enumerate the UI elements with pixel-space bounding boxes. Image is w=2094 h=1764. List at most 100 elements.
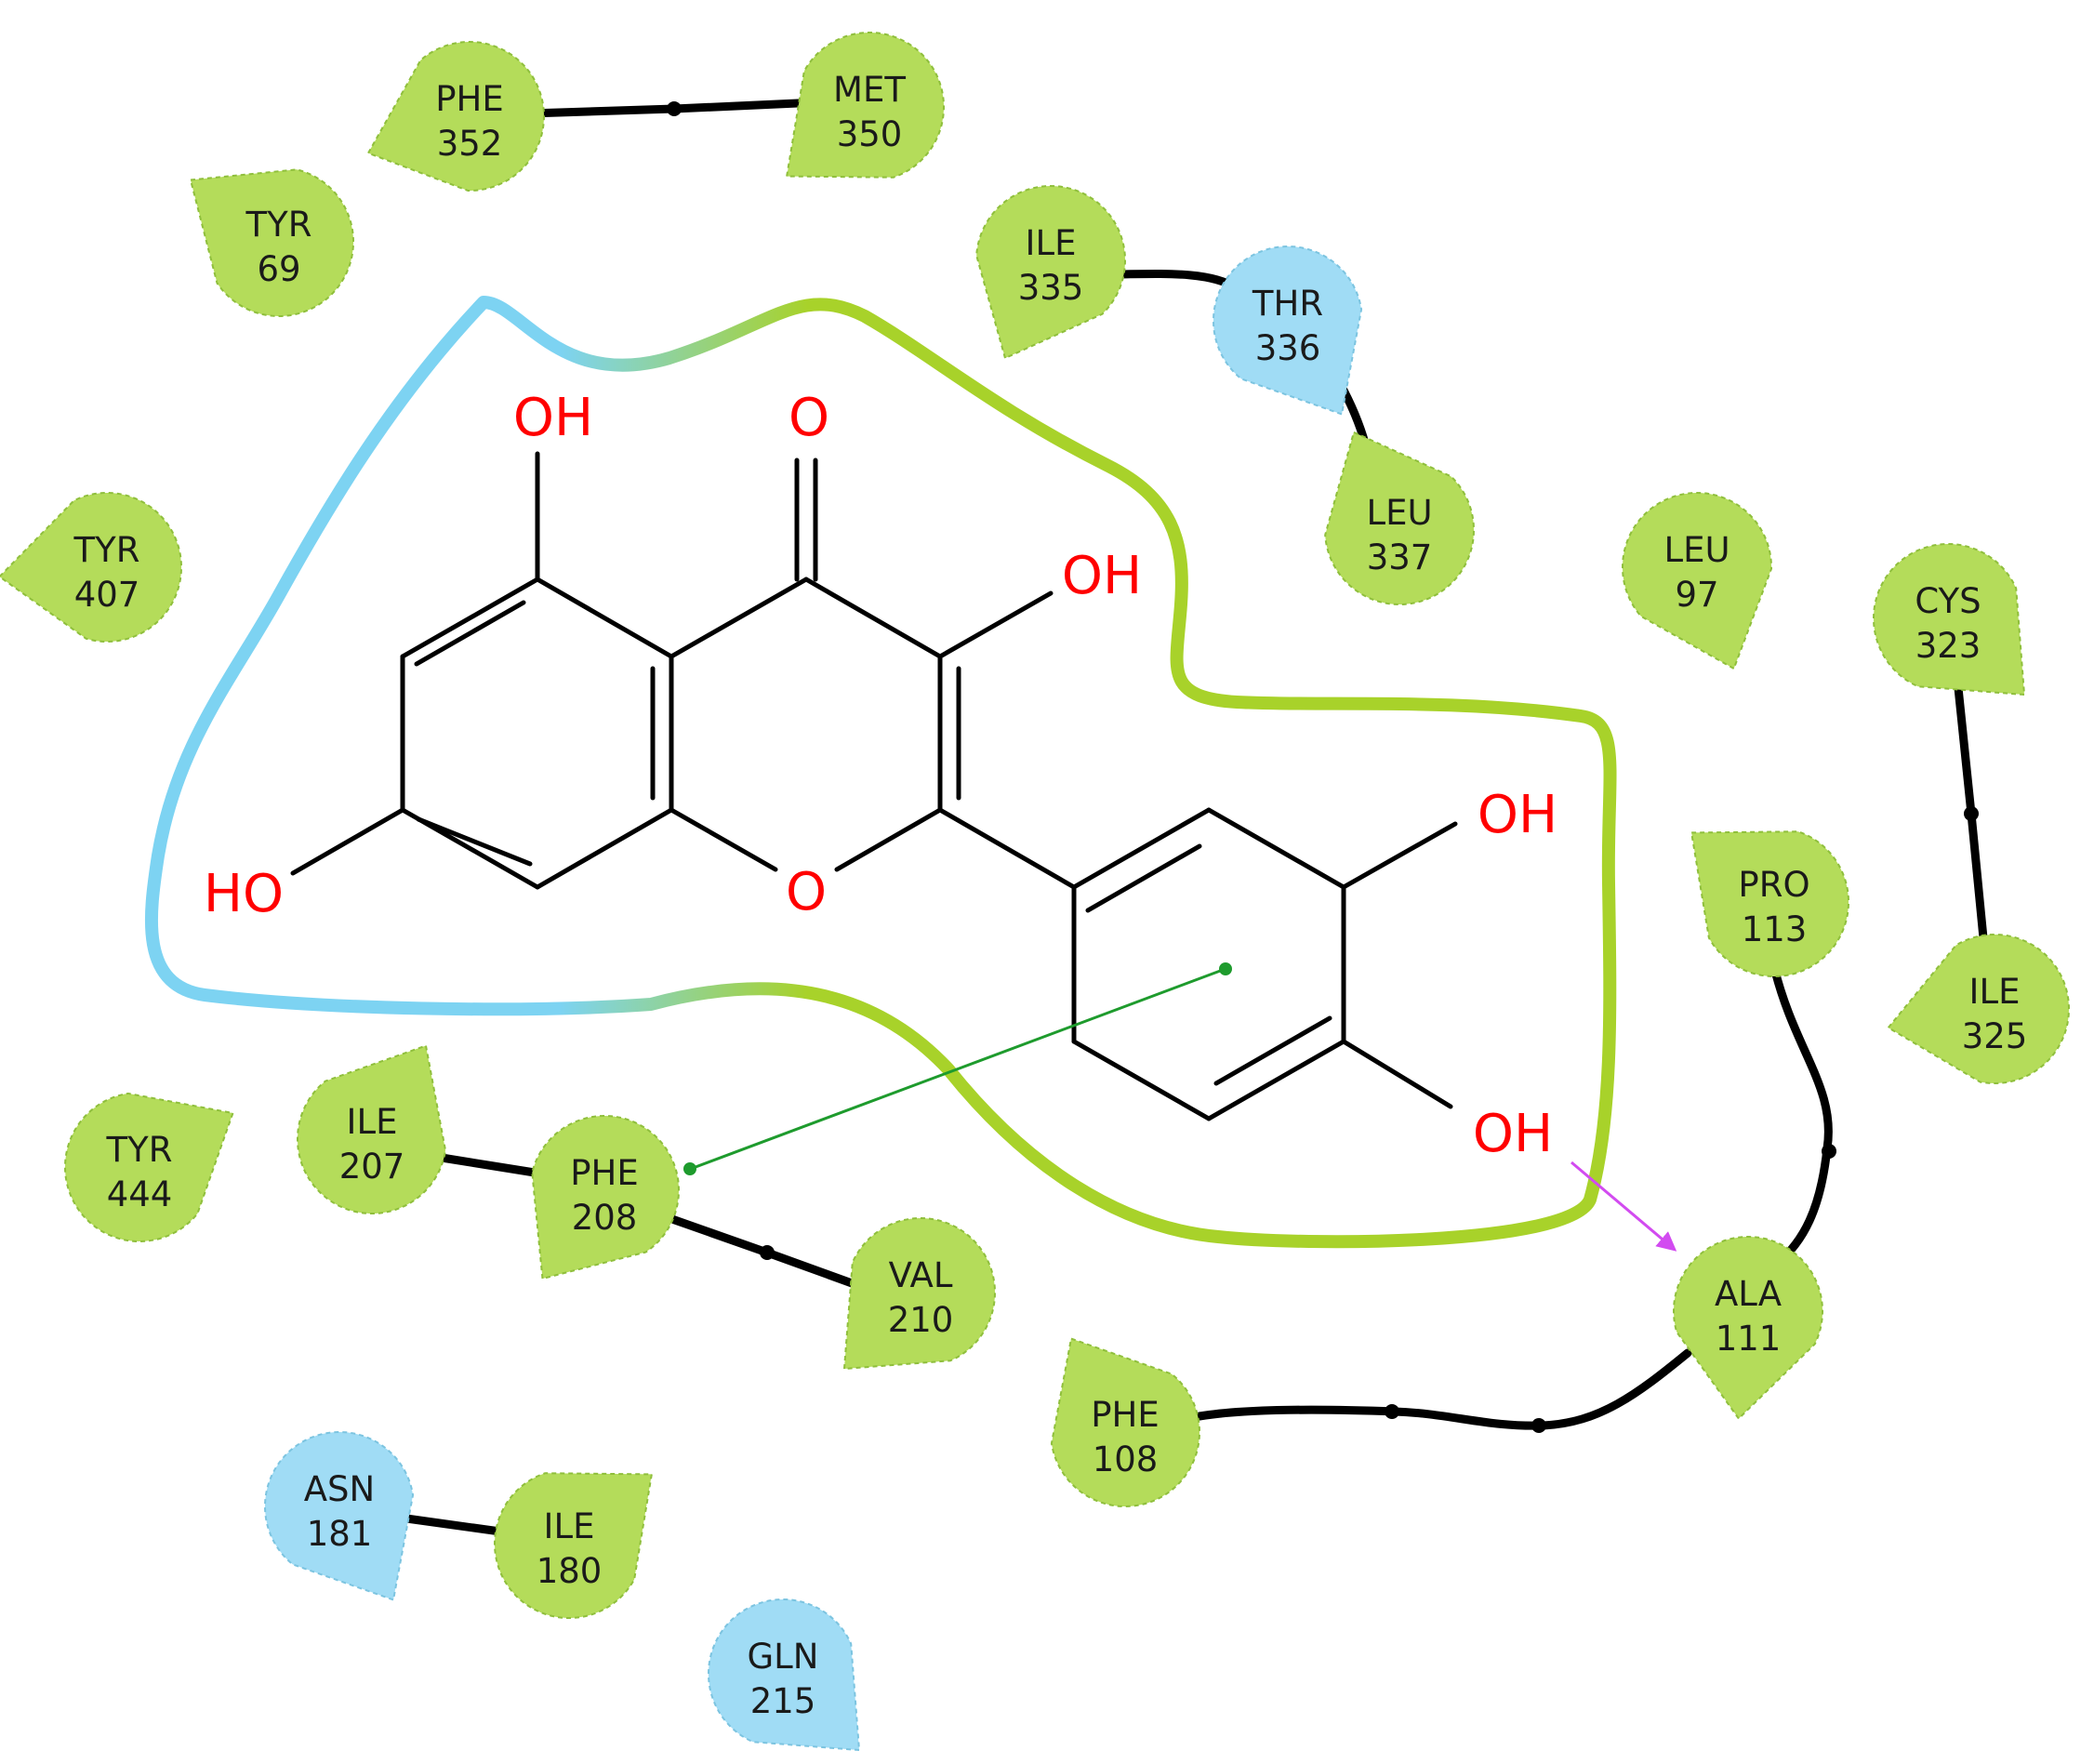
residue-shape	[494, 1472, 654, 1619]
residue-number: 352	[437, 124, 503, 164]
bond	[535, 807, 674, 890]
atom-label-4-o: O	[789, 388, 829, 448]
bond	[937, 807, 1077, 890]
h-bond-arrow	[1570, 1161, 1677, 1252]
residue-name: ILE	[1026, 223, 1077, 263]
backbone-pro113-ala111	[1769, 962, 1833, 1269]
atom-label-3p-oh: OH	[1478, 785, 1557, 845]
bond	[1341, 1039, 1453, 1109]
pi-pi-stacking-ring-end	[1219, 962, 1232, 975]
bond	[400, 577, 540, 659]
residue-shape	[531, 1115, 680, 1280]
residue-shape	[1887, 933, 2070, 1084]
residue-name: LEU	[1366, 493, 1432, 533]
residue-shape	[366, 41, 545, 192]
residue-number: 407	[74, 575, 140, 615]
bond	[834, 807, 943, 872]
bond	[290, 807, 405, 876]
bond	[1071, 807, 1212, 890]
bond	[1085, 843, 1202, 913]
residue-shape	[975, 185, 1126, 360]
bond	[416, 816, 533, 867]
residue-shape	[189, 168, 354, 317]
residue-number: 325	[1962, 1016, 2028, 1056]
residue-ile335: ILE 335	[975, 185, 1126, 360]
residue-name: GLN	[748, 1637, 819, 1677]
residue-shape	[1873, 543, 2026, 696]
residue-name: ILE	[347, 1102, 398, 1142]
residue-name: TYR	[106, 1130, 173, 1170]
residue-val210: VAL 210	[842, 1217, 996, 1371]
residue-number: 323	[1915, 626, 1981, 666]
bond	[1206, 807, 1346, 890]
atom-label-5-oh: OH	[513, 388, 593, 448]
backbone-node	[667, 101, 682, 116]
bond	[1206, 1039, 1346, 1121]
backbone-ile335-thr336	[1102, 269, 1241, 293]
residue-number: 207	[339, 1147, 405, 1187]
residue-name: ASN	[304, 1469, 375, 1509]
residue-name: PHE	[570, 1153, 639, 1193]
atom-label-1-o: O	[786, 862, 827, 922]
residue-number: 444	[107, 1174, 173, 1214]
residue-number: 335	[1018, 268, 1084, 308]
residue-shape	[297, 1044, 447, 1214]
bond	[803, 577, 943, 659]
residue-shape	[64, 1092, 234, 1242]
residue-number: 215	[750, 1681, 816, 1721]
backbone-asn181-ile180	[395, 1513, 511, 1537]
backbone-ala111-phe108	[1195, 1348, 1692, 1430]
residue-shape	[842, 1217, 996, 1371]
bond	[669, 577, 809, 659]
residue-name: ILE	[544, 1506, 595, 1546]
residue-name: VAL	[889, 1255, 953, 1295]
residue-number: 108	[1093, 1439, 1159, 1479]
backbone-node	[1385, 1404, 1399, 1419]
residue-shape	[785, 32, 945, 179]
residue-ile207: ILE 207	[297, 1044, 447, 1214]
residue-cys323: CYS 323	[1873, 543, 2026, 696]
residue-name: CYS	[1915, 581, 1981, 621]
residue-name: LEU	[1663, 530, 1730, 570]
residue-name: TYR	[73, 530, 140, 570]
residue-shape	[264, 1431, 415, 1601]
residue-number: 210	[888, 1300, 954, 1340]
residue-shape	[708, 1598, 861, 1752]
interactions	[683, 962, 1677, 1252]
residue-shape	[1324, 431, 1475, 605]
backbone-node	[760, 1245, 775, 1260]
bond	[1213, 1015, 1332, 1086]
atom-label-3-oh: OH	[1062, 546, 1142, 606]
ligand-structure: OH O OH HO O OH OH	[204, 388, 1557, 1164]
bond	[1071, 1039, 1212, 1121]
residue-shape	[0, 492, 182, 643]
residue-number: 337	[1367, 537, 1433, 577]
binding-pocket-outline	[144, 296, 1617, 1249]
bond	[937, 590, 1054, 659]
residue-number: 336	[1255, 328, 1321, 368]
atom-label-4p-oh: OH	[1473, 1104, 1553, 1164]
pi-pi-stacking-line	[687, 968, 1224, 1172]
bond	[535, 577, 674, 659]
bond	[669, 807, 778, 872]
residue-shape	[1213, 245, 1363, 416]
residue-name: TYR	[245, 205, 312, 245]
residue-number: 180	[537, 1551, 603, 1591]
backbone-node	[1964, 806, 1979, 821]
residue-tyr407: TYR 407	[0, 492, 182, 643]
residue-ile180: ILE 180	[494, 1472, 654, 1619]
